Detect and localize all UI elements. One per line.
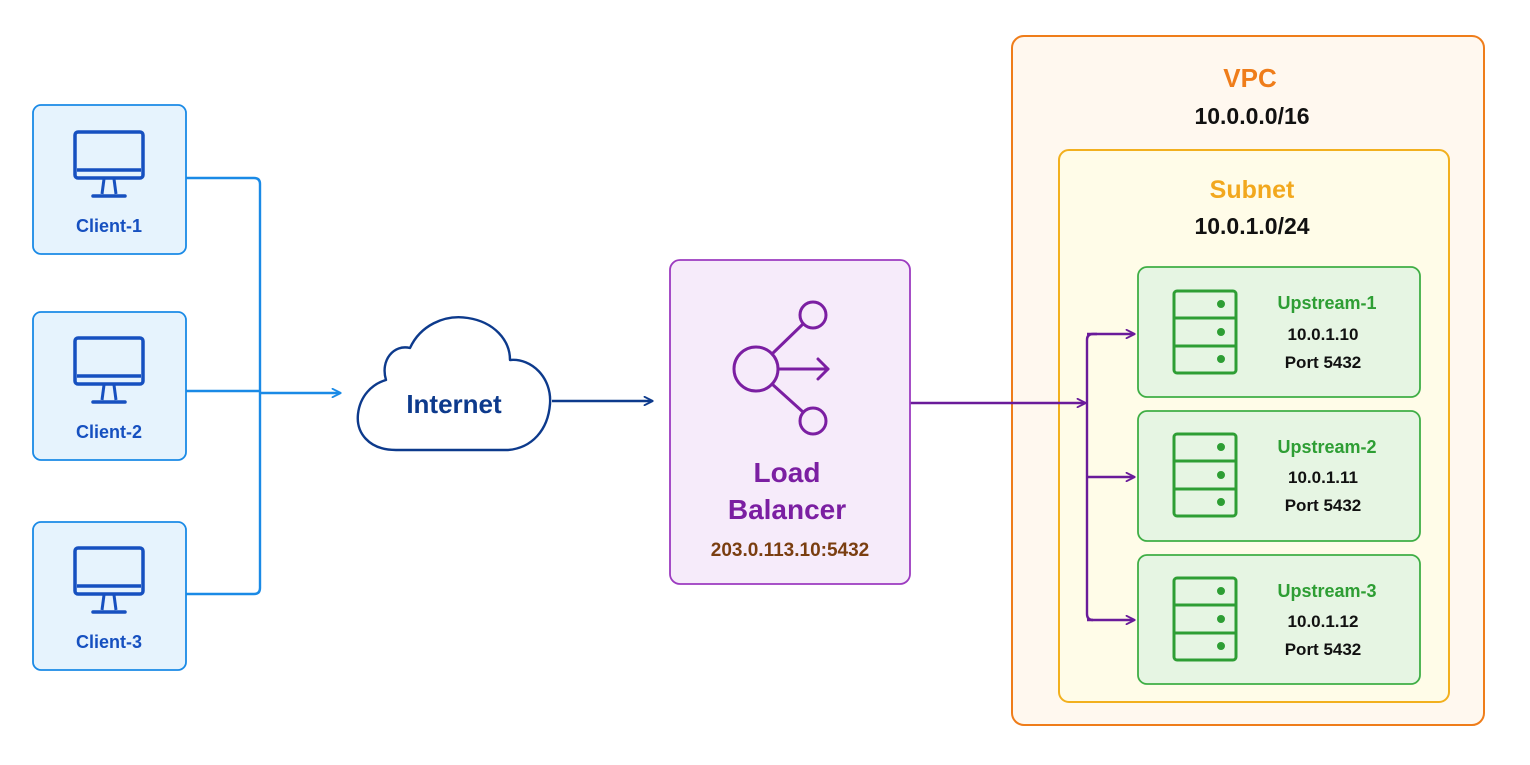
load-balancer-address: 203.0.113.10:5432 (711, 540, 870, 561)
internet-label: Internet (406, 389, 502, 419)
client-label: Client-2 (76, 422, 142, 442)
client-connectors (186, 176, 340, 596)
client-node-2[interactable]: Client-2 (32, 311, 187, 461)
load-balancer-label-line2: Balancer (728, 494, 846, 525)
client-1-connector (186, 176, 262, 393)
upstream-node-2[interactable]: Upstream-2 10.0.1.11 Port 5432 (1137, 410, 1421, 542)
upstream-port: Port 5432 (1285, 640, 1362, 659)
upstream-name: Upstream-3 (1277, 581, 1376, 601)
subnet-title: Subnet (1210, 176, 1295, 204)
server-icon (1172, 432, 1238, 518)
monitor-icon (73, 336, 145, 404)
server-icon (1172, 289, 1238, 375)
vpc-cidr: 10.0.0.0/16 (1194, 103, 1309, 129)
client-3-connector (186, 393, 262, 596)
monitor-icon (73, 130, 145, 198)
upstream-ip: 10.0.1.11 (1288, 468, 1358, 487)
load-balancer-node[interactable]: Load Balancer 203.0.113.10:5432 (669, 259, 911, 585)
server-icon (1172, 576, 1238, 662)
monitor-icon (73, 546, 145, 614)
subnet-cidr: 10.0.1.0/24 (1194, 213, 1309, 239)
upstream-ip: 10.0.1.10 (1288, 325, 1359, 344)
client-node-1[interactable]: Client-1 (32, 104, 187, 255)
client-label: Client-1 (76, 216, 142, 236)
lb-connectors (910, 334, 1134, 620)
upstream-node-1[interactable]: Upstream-1 10.0.1.10 Port 5432 (1137, 266, 1421, 398)
upstream-port: Port 5432 (1285, 353, 1362, 372)
load-balancer-icon (732, 300, 830, 436)
load-balancer-label-line1: Load (754, 457, 821, 488)
vpc-title: VPC (1223, 63, 1277, 93)
upstream-name: Upstream-1 (1277, 293, 1376, 313)
cloud-icon (356, 316, 552, 452)
internet-node[interactable]: Internet (356, 316, 552, 452)
upstream-port: Port 5432 (1285, 496, 1362, 515)
upstream-ip: 10.0.1.12 (1288, 612, 1359, 631)
client-label: Client-3 (76, 632, 142, 652)
upstream-name: Upstream-2 (1277, 437, 1376, 457)
upstream-node-3[interactable]: Upstream-3 10.0.1.12 Port 5432 (1137, 554, 1421, 685)
client-node-3[interactable]: Client-3 (32, 521, 187, 671)
